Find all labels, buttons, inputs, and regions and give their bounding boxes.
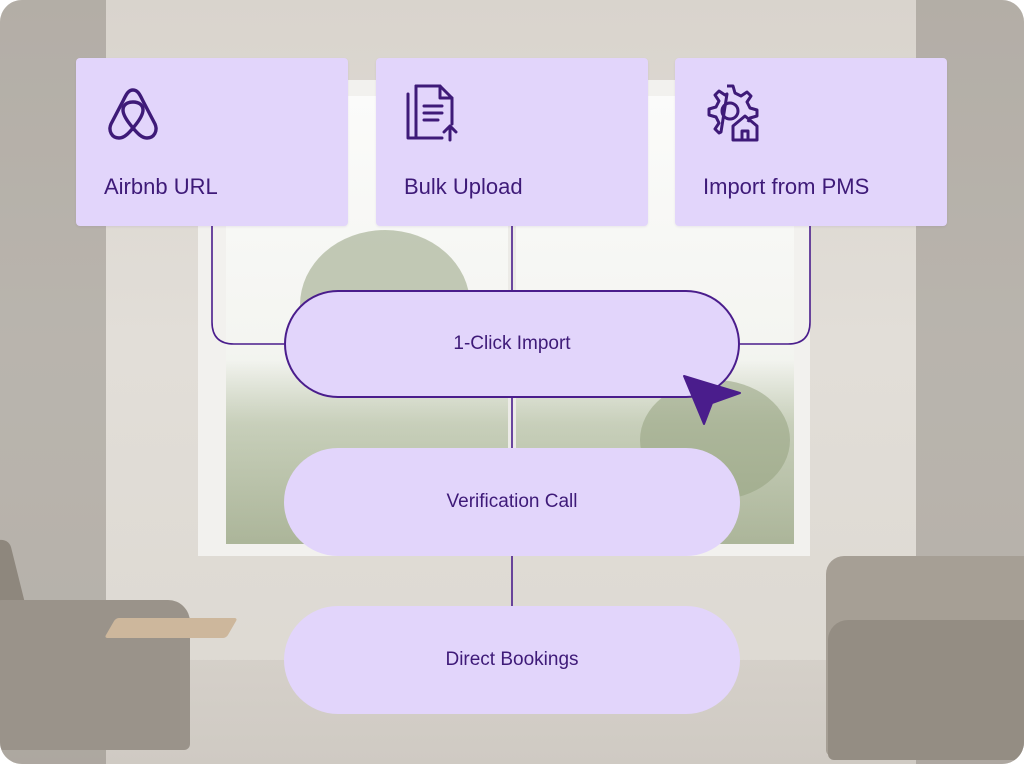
source-label-import-from-pms: Import from PMS [703,174,870,199]
step-direct-bookings[interactable]: Direct Bookings [284,606,740,714]
step-label-direct-bookings: Direct Bookings [445,649,579,670]
source-label-airbnb-url: Airbnb URL [104,174,218,199]
source-label-bulk-upload: Bulk Upload [404,174,523,199]
source-card-import-from-pms[interactable]: Import from PMS [675,58,947,226]
connector-airbnb-to-import [211,226,284,345]
source-card-bulk-upload[interactable]: Bulk Upload [376,58,648,226]
background-sofa-right-seat [828,620,1024,760]
step-1-click-import[interactable]: 1-Click Import [284,290,740,398]
connector-pms-to-import [740,226,811,345]
document-upload-icon [406,84,458,142]
source-card-airbnb-url[interactable]: Airbnb URL [76,58,348,226]
step-verification-call[interactable]: Verification Call [284,448,740,556]
step-label-verification-call: Verification Call [446,491,578,512]
step-label-1-click-import: 1-Click Import [453,333,571,354]
gear-house-icon [707,84,759,142]
airbnb-logo-icon [108,88,158,140]
